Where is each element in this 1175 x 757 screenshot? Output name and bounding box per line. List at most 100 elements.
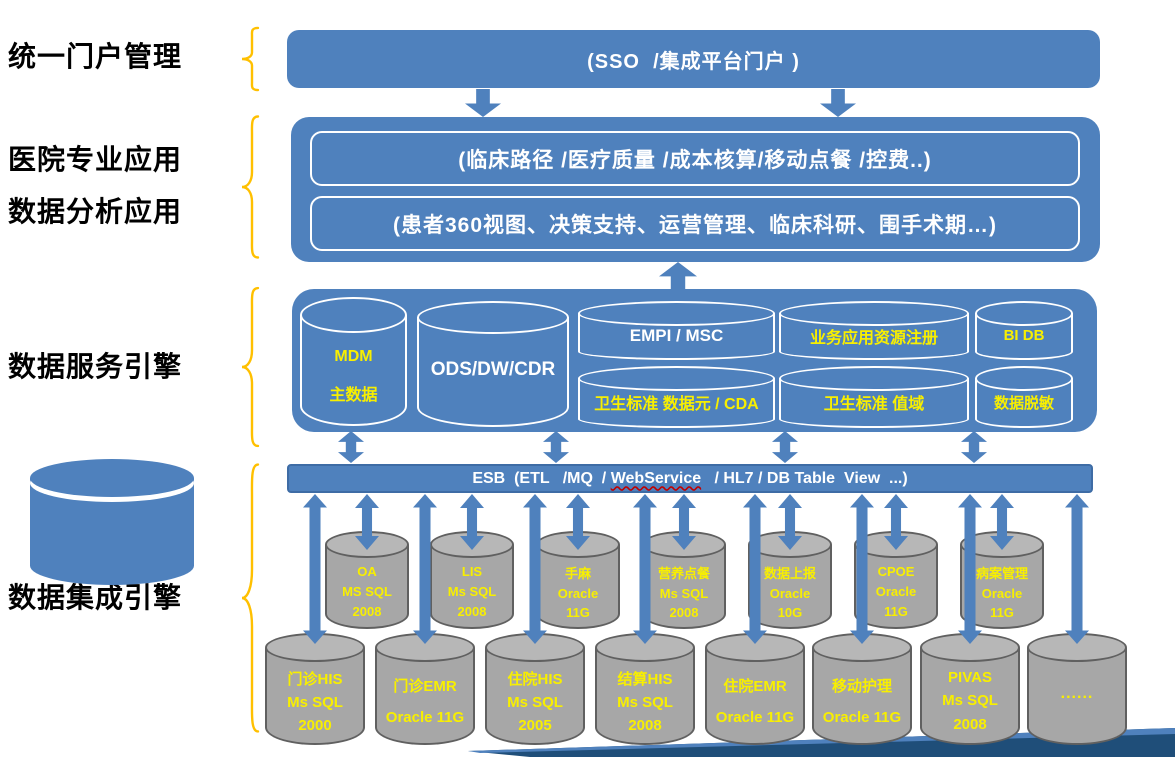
db-line: OA xyxy=(357,563,377,579)
bottom-db-outpatient-his: 门诊HIS Ms SQL 2000 xyxy=(265,633,365,745)
middle-db-oa: OA MS SQL 2008 xyxy=(325,531,409,629)
section-label-data-analysis-apps: 数据分析应用 xyxy=(8,196,183,227)
apps-row-analysis: (患者360视图、决策支持、运营管理、临床科研、围手术期…) xyxy=(310,196,1080,251)
cylinder-body xyxy=(920,647,1020,745)
db-line: 2008 xyxy=(953,715,987,733)
db-line: BI DB xyxy=(1003,327,1045,345)
cylinder-body xyxy=(642,544,726,629)
esb-bar: ESB (ETL /MQ / WebService / HL7 / DB Tab… xyxy=(287,464,1093,493)
db-line: ...... xyxy=(1060,685,1094,703)
db-line: 手麻 xyxy=(564,565,591,581)
section-label-data-service-engine: 数据服务引擎 xyxy=(8,351,183,382)
middle-db-nutrition-meal: 营养点餐 Ms SQL 2008 xyxy=(642,531,726,629)
db-line: 2008 xyxy=(457,603,487,619)
db-line: 数据上报 xyxy=(763,565,816,581)
service-db-mdm: MDM 主数据 xyxy=(300,297,407,426)
cylinder-body xyxy=(1027,647,1127,745)
db-line: Ms SQL xyxy=(659,585,709,601)
db-line: MDM xyxy=(334,347,373,365)
db-line: 病案管理 xyxy=(975,565,1028,581)
cylinder-top xyxy=(779,301,969,326)
db-line: 2005 xyxy=(518,716,552,734)
service-db-data-masking: 数据脱敏 xyxy=(975,366,1073,428)
db-line: ODS/DW/CDR xyxy=(430,358,556,380)
bottom-db-inpatient-emr: 住院EMR Oracle 11G xyxy=(705,633,805,745)
cylinder-body xyxy=(325,544,409,629)
db-line: 住院HIS xyxy=(507,670,563,688)
esb-text-webservice: WebService xyxy=(610,469,702,487)
cylinder-body xyxy=(705,647,805,745)
db-line: MS SQL xyxy=(342,583,392,599)
db-line: 11G xyxy=(566,604,590,620)
db-line: 住院EMR xyxy=(723,678,787,696)
db-line: 2000 xyxy=(298,716,332,734)
service-db-bi-db: BI DB xyxy=(975,301,1073,360)
db-line: 主数据 xyxy=(329,386,378,404)
db-line: 结算HIS xyxy=(617,670,673,688)
db-line: Ms SQL xyxy=(287,694,343,712)
section-brace-data-services xyxy=(234,283,260,451)
cylinder-body xyxy=(485,647,585,745)
cylinder-top xyxy=(578,366,775,391)
darrow-services-esb-4 xyxy=(961,431,987,463)
db-line: Oracle 11G xyxy=(385,709,465,727)
db-line: Oracle xyxy=(557,585,599,601)
db-line: Oracle xyxy=(769,585,811,601)
db-line: 11G xyxy=(884,603,908,619)
section-label-data-integration-engine: 数据集成引擎 xyxy=(8,582,183,613)
apps-row-professional: (临床路径 /医疗质量 /成本核算/移动点餐 /控费..) xyxy=(310,131,1080,186)
section-brace-data-integration xyxy=(234,456,260,740)
arrow-portal-to-apps-left xyxy=(465,89,501,117)
section-label-portal: 统一门户管理 xyxy=(8,41,183,72)
cylinder-top xyxy=(300,297,407,334)
integration-engine-cylinder-icon xyxy=(30,459,194,585)
apps-box: (临床路径 /医疗质量 /成本核算/移动点餐 /控费..) (患者360视图、决… xyxy=(291,117,1100,262)
cylinder-body xyxy=(595,647,695,745)
section-brace-apps xyxy=(234,112,260,262)
darrow-services-esb-1 xyxy=(338,431,364,463)
esb-text-suffix: / HL7 / DB Table View ...) xyxy=(701,469,908,487)
cylinder-body xyxy=(812,647,912,745)
db-line: 数据脱敏 xyxy=(993,394,1054,412)
db-line: 业务应用资源注册 xyxy=(809,329,938,347)
db-line: CPOE xyxy=(877,563,915,579)
db-line: Oracle xyxy=(875,583,917,599)
esb-text-prefix: ESB (ETL /MQ / xyxy=(472,469,611,487)
db-line: 门诊HIS xyxy=(287,670,343,688)
darrow-esb-source-8 xyxy=(1065,494,1089,644)
bottom-db-outpatient-emr: 门诊EMR Oracle 11G xyxy=(375,633,475,745)
db-line: 卫生标准 值域 xyxy=(823,396,925,414)
cylinder-body xyxy=(265,647,365,745)
cylinder-top xyxy=(779,366,969,391)
db-line: 移动护理 xyxy=(831,678,892,696)
cylinder-body xyxy=(854,544,938,629)
service-db-health-standard-cda: 卫生标准 数据元 / CDA xyxy=(578,366,775,428)
db-line: Ms SQL xyxy=(942,692,998,710)
service-db-app-resource-registry: 业务应用资源注册 xyxy=(779,301,969,360)
bottom-db-inpatient-his: 住院HIS Ms SQL 2005 xyxy=(485,633,585,745)
db-line: Ms SQL xyxy=(507,694,563,712)
bottom-db-billing-his: 结算HIS Ms SQL 2008 xyxy=(595,633,695,745)
db-line: Oracle 11G xyxy=(822,709,902,727)
darrow-services-esb-2 xyxy=(543,431,569,463)
darrow-services-esb-3 xyxy=(772,431,798,463)
darrow-esb-source-1 xyxy=(303,494,327,644)
db-line: Oracle xyxy=(981,585,1023,601)
db-line: 10G xyxy=(777,604,803,620)
db-line: Oracle 11G xyxy=(715,709,795,727)
db-line: 11G xyxy=(990,604,1014,620)
service-db-health-standard-value-domain: 卫生标准 值域 xyxy=(779,366,969,428)
bottom-db-more: ...... xyxy=(1027,633,1127,745)
cylinder-top xyxy=(30,459,194,497)
db-line: 2008 xyxy=(669,604,699,620)
service-db-ods-dw-cdr: ODS/DW/CDR xyxy=(417,301,569,427)
cylinder-top xyxy=(417,301,569,334)
db-line: LIS xyxy=(461,563,483,579)
cylinder-top xyxy=(975,366,1073,391)
db-line: 门诊EMR xyxy=(393,678,457,696)
db-line: EMPI / MSC xyxy=(629,325,724,345)
section-brace-portal xyxy=(234,26,260,92)
cylinder-body xyxy=(748,544,832,629)
arrow-portal-to-apps-right xyxy=(820,89,856,117)
